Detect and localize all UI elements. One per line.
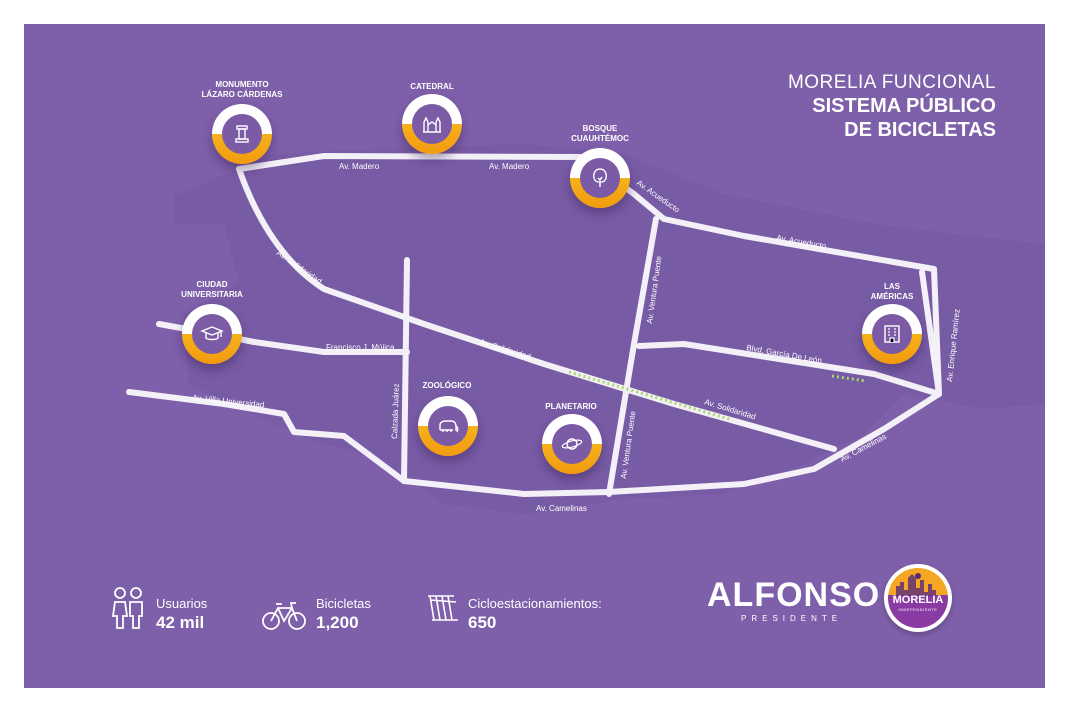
road-camelinas — [401, 391, 942, 497]
street-label-madero-2: Av. Madero — [489, 162, 530, 171]
stat-bicicletas-value: 1,200 — [316, 613, 359, 632]
building-icon — [884, 325, 900, 343]
place-marker-planetario[interactable] — [542, 414, 602, 474]
brand-name: ALFONSO — [707, 576, 881, 614]
city-map: Av. Madero Av. Madero Av. Acueducto Av. … — [126, 144, 1045, 514]
elephant-icon — [439, 420, 459, 433]
tree-icon — [593, 168, 607, 187]
road-acueducto — [631, 191, 942, 397]
road-villa — [126, 389, 407, 484]
place-label-line1: CATEDRAL — [410, 82, 454, 91]
place-marker-zoologico[interactable] — [418, 396, 478, 456]
street-label-camelinas-1: Av. Camelinas — [536, 504, 587, 513]
place-label-line2: AMÉRICAS — [870, 292, 914, 301]
place-label-americas: LAS AMÉRICAS — [832, 282, 952, 302]
street-label-mujica: Francisco J. Mújica — [326, 343, 395, 352]
planet-icon — [561, 438, 583, 450]
place-label-line1: LAS — [884, 282, 900, 291]
place-marker-monumento[interactable] — [212, 104, 272, 164]
place-label-ciudad: CIUDAD UNIVERSITARIA — [152, 280, 272, 300]
map-panel: Av. Madero Av. Madero Av. Acueducto Av. … — [24, 24, 1045, 688]
road-juarez — [401, 257, 410, 484]
stat-cicloestacionamientos: Cicloestacionamientos: 650 — [424, 590, 624, 632]
place-label-zoologico: ZOOLÓGICO — [387, 381, 507, 391]
place-label-line2: CUAUHTÉMOC — [571, 134, 629, 143]
stat-cicloestacionamientos-value: 650 — [468, 613, 497, 632]
marker-inner — [872, 314, 912, 354]
place-label-line1: MONUMENTO — [215, 80, 269, 89]
place-label-catedral: CATEDRAL — [372, 82, 492, 92]
place-marker-bosque[interactable] — [570, 148, 630, 208]
party-logo-inner: MORELIA INDEPENDIENTE — [888, 568, 948, 628]
marker-inner — [222, 114, 262, 154]
skyline-icon — [896, 573, 936, 596]
stat-usuarios-label: Usuarios — [156, 596, 208, 611]
place-label-line1: CIUDAD — [196, 280, 228, 289]
stat-cicloestacionamientos-label: Cicloestacionamientos: — [468, 596, 602, 611]
marker-inner — [192, 314, 232, 354]
people-icon — [111, 587, 143, 629]
title-block: MORELIA FUNCIONAL SISTEMA PÚBLICO DE BIC… — [788, 72, 996, 142]
road-garcia — [636, 341, 942, 397]
place-marker-ciudad[interactable] — [182, 304, 242, 364]
place-label-line1: PLANETARIO — [545, 402, 597, 411]
monument-icon — [235, 125, 249, 143]
place-label-line2: UNIVERSITARIA — [181, 290, 243, 299]
party-name: MORELIA — [892, 594, 944, 606]
city-area — [174, 144, 1045, 514]
title-line1: MORELIA FUNCIONAL — [787, 72, 996, 93]
place-marker-americas[interactable] — [862, 304, 922, 364]
place-label-line1: BOSQUE — [582, 124, 618, 133]
stat-bicicletas-label: Bicicletas — [316, 596, 371, 611]
bicycle-icon — [262, 602, 306, 630]
stat-bicicletas: Bicicletas 1,200 — [262, 590, 392, 632]
party-logo: MORELIA INDEPENDIENTE — [884, 564, 952, 632]
graduation-cap-icon — [200, 326, 224, 341]
bike-rack-icon — [428, 595, 458, 621]
place-label-bosque: BOSQUE CUAUHTÉMOC — [540, 124, 660, 144]
party-subtitle: INDEPENDIENTE — [898, 607, 938, 612]
road-ramirez — [919, 269, 942, 397]
stat-usuarios: Usuarios 42 mil — [110, 586, 230, 632]
street-label-madero-1: Av. Madero — [339, 162, 380, 171]
bike-lane-garcia — [831, 374, 867, 383]
place-marker-catedral[interactable] — [402, 94, 462, 154]
title-line3: DE BICICLETAS — [844, 119, 996, 141]
place-label-line2: LÁZARO CÁRDENAS — [201, 90, 283, 99]
brand-subtitle: PRESIDENTE — [741, 614, 843, 623]
cathedral-icon — [423, 116, 441, 133]
marker-inner — [580, 158, 620, 198]
marker-inner — [428, 406, 468, 446]
stat-usuarios-value: 42 mil — [156, 613, 205, 632]
place-label-monumento: MONUMENTO LÁZARO CÁRDENAS — [182, 80, 302, 100]
place-label-planetario: PLANETARIO — [511, 402, 631, 412]
street-label-juarez: Calzada Juárez — [390, 383, 401, 439]
place-label-line1: ZOOLÓGICO — [422, 381, 472, 390]
marker-inner — [552, 424, 592, 464]
road-ventura — [606, 216, 659, 497]
title-line2: SISTEMA PÚBLICO — [812, 95, 996, 117]
marker-inner — [412, 104, 452, 144]
